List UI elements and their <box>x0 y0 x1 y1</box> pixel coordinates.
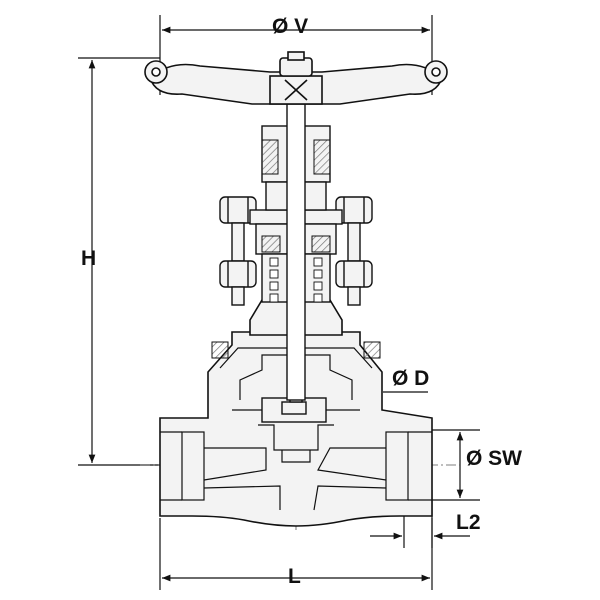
dimension-label-socket-depth: L2 <box>456 511 481 534</box>
body-hatch-left <box>211 341 229 359</box>
gate-wedge <box>261 383 327 423</box>
handwheel <box>144 51 448 105</box>
yoke-hatch-right <box>313 139 331 175</box>
dimension-label-handwheel-diameter: Ø V <box>272 15 309 38</box>
bonnet-bolts <box>219 196 373 306</box>
gland-hatch-left <box>261 235 281 253</box>
valve-stem <box>286 69 306 401</box>
yoke-hatch-left <box>261 139 279 175</box>
dimension-label-bore-diameter: Ø D <box>392 367 430 390</box>
dimension-label-length: L <box>288 565 301 588</box>
valve-body <box>159 299 433 527</box>
dimension-label-height: H <box>81 247 97 270</box>
dimension-label-socket-weld-diameter: Ø SW <box>466 447 522 470</box>
packing-rings <box>269 257 323 303</box>
body-hatch-right <box>363 341 381 359</box>
gland-hatch-right <box>311 235 331 253</box>
